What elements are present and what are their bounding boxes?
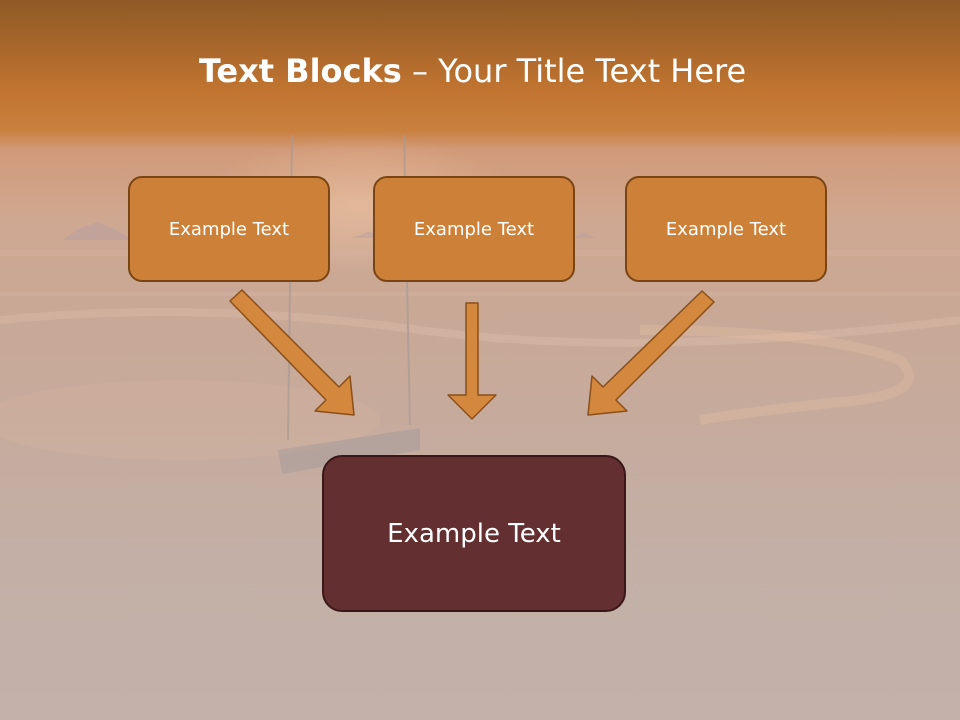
text-block-2[interactable]: Example Text xyxy=(373,176,575,282)
title-bold-part: Text Blocks xyxy=(198,52,402,90)
target-text-block-label: Example Text xyxy=(387,518,561,549)
text-block-3-label: Example Text xyxy=(665,218,787,240)
title-rest: Your Title Text Here xyxy=(438,52,747,90)
text-block-2-label: Example Text xyxy=(413,218,535,240)
target-text-block[interactable]: Example Text xyxy=(322,455,626,612)
text-block-3[interactable]: Example Text xyxy=(625,176,827,282)
arrow-center-down xyxy=(447,302,497,420)
text-block-1-label: Example Text xyxy=(168,218,290,240)
arrow-left-diagonal xyxy=(229,289,355,416)
arrow-right-diagonal xyxy=(587,290,715,416)
title-separator: – xyxy=(401,52,439,90)
slide-title: Text Blocks – Your Title Text Here xyxy=(0,52,945,90)
text-block-1[interactable]: Example Text xyxy=(128,176,330,282)
